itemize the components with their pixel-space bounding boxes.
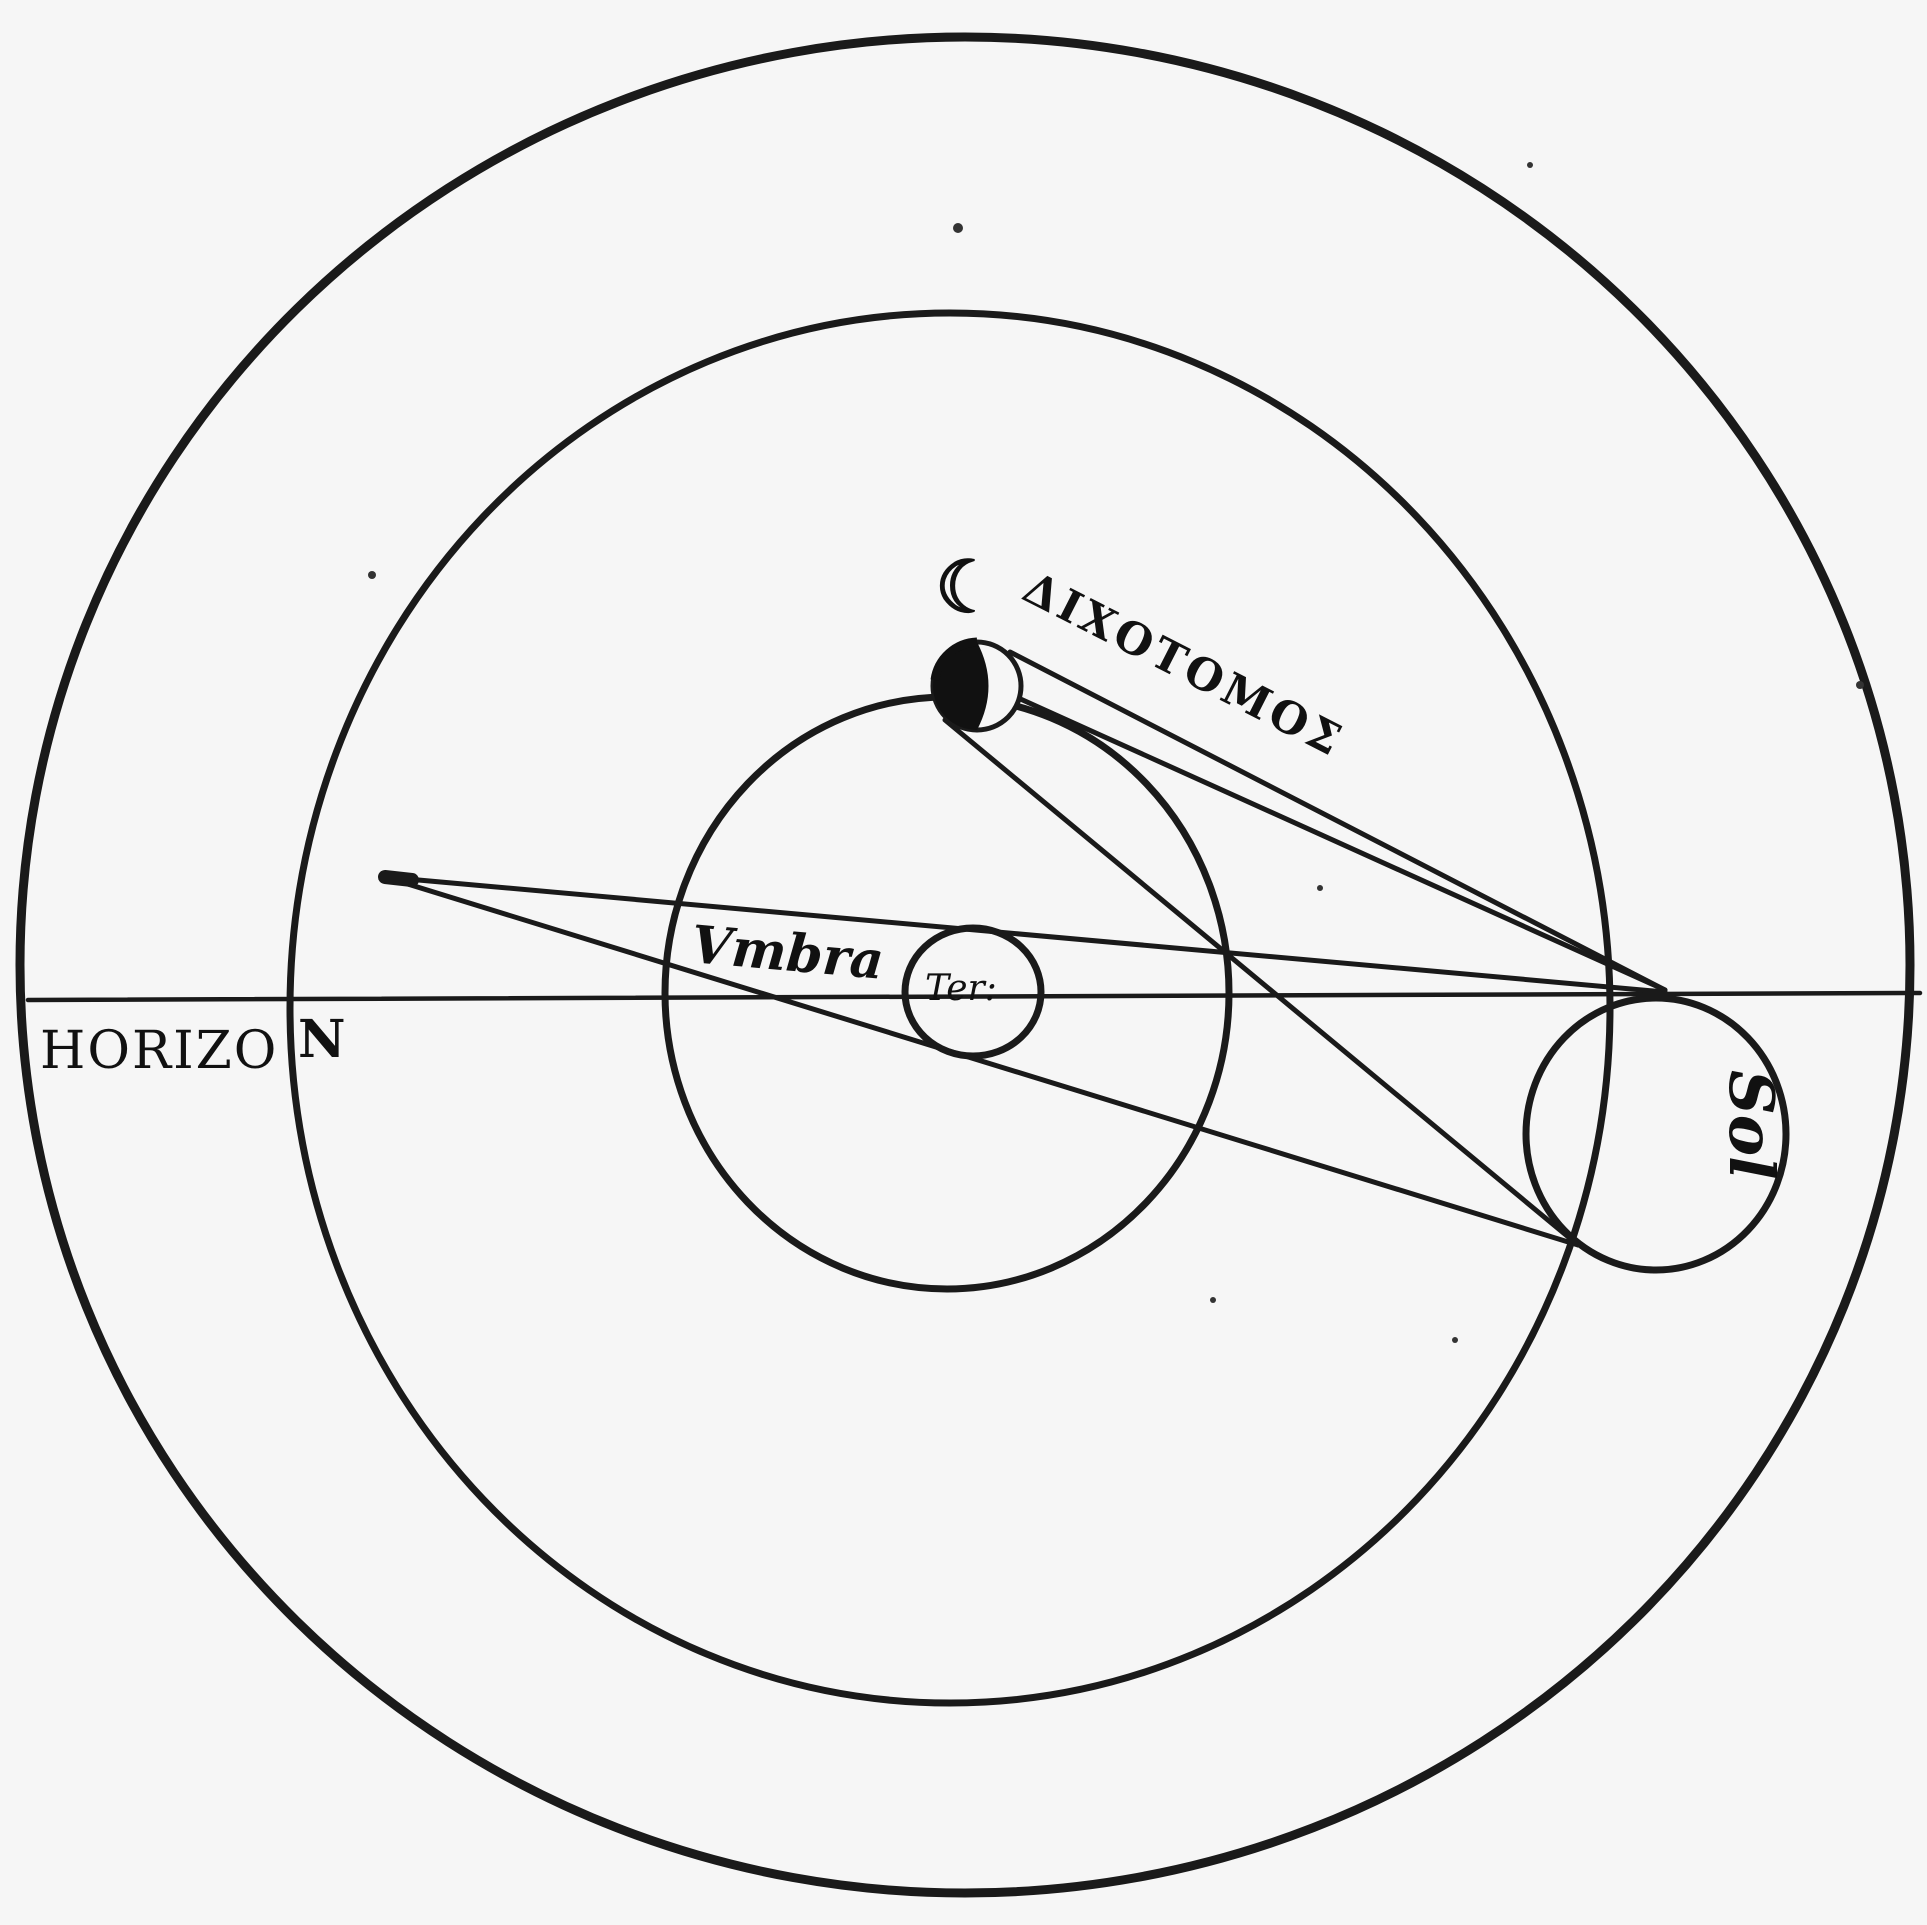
dichotomos-label: ΔΙΧΟΤΟΜΟΣ <box>1015 562 1352 767</box>
umbra-tip <box>385 877 412 880</box>
horizon-label-left: HORIZO <box>40 1021 278 1081</box>
horizon-label-right: N <box>298 1009 346 1070</box>
half-moon-icon <box>933 642 1021 730</box>
moon-sun-ray-upper <box>1010 652 1665 990</box>
sol-label: Sol <box>1715 1070 1788 1180</box>
moon-symbol-label: ☾ <box>935 544 1000 629</box>
earth-label: Ter: <box>925 968 997 1009</box>
